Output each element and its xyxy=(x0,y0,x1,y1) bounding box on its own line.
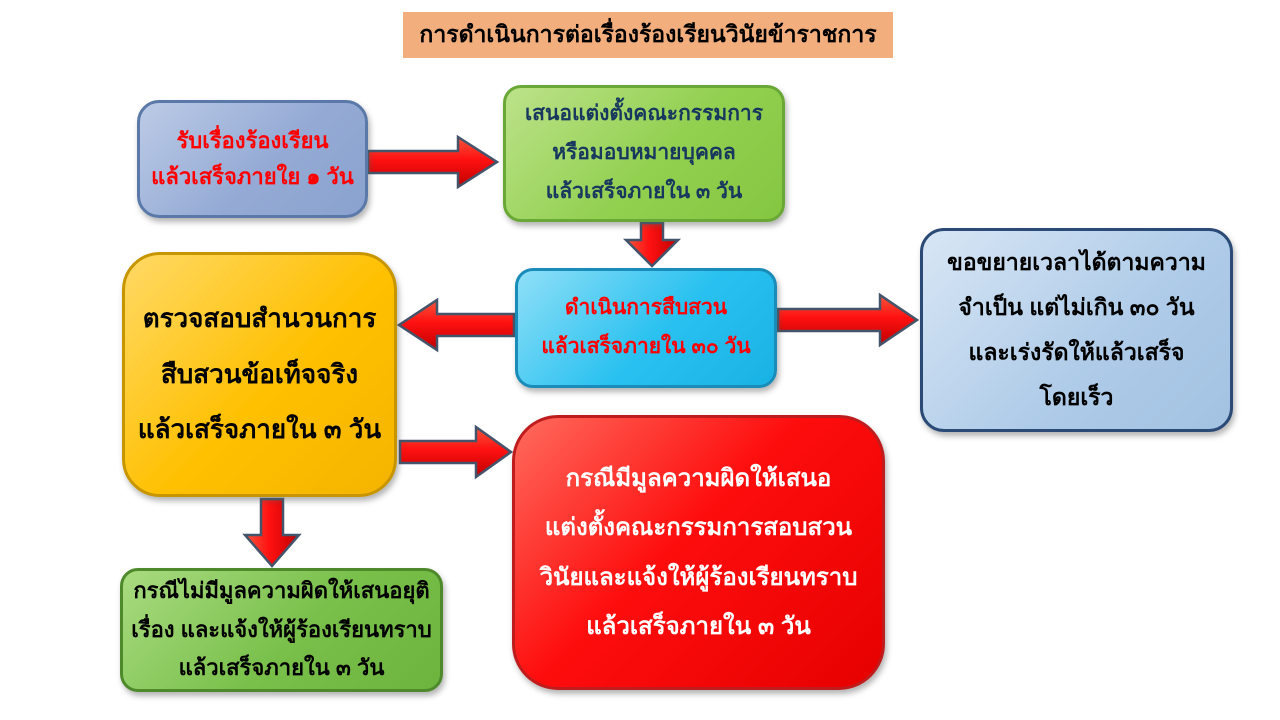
node-receive-complaint: รับเรื่องร้องเรียน แล้วเสร็จภายใย ๑ วัน xyxy=(137,100,368,218)
node-review-investigation: ตรวจสอบสำนวนการ สืบสวนข้อเท็จจริง แล้วเส… xyxy=(122,252,397,497)
node-text-line: เรื่อง และแจ้งให้ผู้ร้องเรียนทราบ xyxy=(131,616,432,642)
node-extend-time: ขอขยายเวลาได้ตามความ จำเป็น แต่ไม่เกิน ๓… xyxy=(920,228,1233,432)
node-text-line: วินัยและแจ้งให้ผู้ร้องเรียนทราบ xyxy=(539,563,858,591)
node-appoint-committee: เสนอแต่งตั้งคณะกรรมการ หรือมอบหมายบุคคล … xyxy=(503,85,785,222)
node-text-line: แล้วเสร็จภายใน ๓๐ วัน xyxy=(541,335,751,358)
node-no-fault-terminate: กรณีไม่มีมูลความผิดให้เสนอยุติ เรื่อง แล… xyxy=(120,568,443,692)
node-text-line: แล้วเสร็จภายใย ๑ วัน xyxy=(151,164,354,189)
arrow-review-to-nofault xyxy=(242,497,302,568)
page-title: การดำเนินการต่อเรื่องร้องเรียนวินัยข้ารา… xyxy=(403,12,893,58)
node-text-line: หรือมอบหมายบุคคล xyxy=(552,141,736,165)
node-text-line: ดำเนินการสืบสวน xyxy=(564,296,728,320)
arrow-investigate-to-review xyxy=(396,297,516,353)
node-investigate: ดำเนินการสืบสวน แล้วเสร็จภายใน ๓๐ วัน xyxy=(515,268,777,388)
node-text-line: รับเรื่องร้องเรียน xyxy=(176,127,329,153)
node-fault-disciplinary: กรณีมีมูลความผิดให้เสนอ แต่งตั้งคณะกรรมก… xyxy=(512,415,885,690)
arrow-review-to-fault xyxy=(398,424,514,480)
node-text-line: กรณีมีมูลความผิดให้เสนอ xyxy=(565,465,832,493)
node-text-line: ตรวจสอบสำนวนการ xyxy=(142,302,377,333)
node-text-line: แล้วเสร็จภายใน ๓ วัน xyxy=(178,655,385,681)
node-text-line: แต่งตั้งคณะกรรมการสอบสวน xyxy=(544,514,853,542)
arrow-appoint-to-investigate xyxy=(622,221,682,268)
arrow-investigate-to-extend xyxy=(776,292,920,348)
node-text-line: แล้วเสร็จภายใน ๓ วัน xyxy=(137,414,382,445)
node-text-line: โดยเร็ว xyxy=(1039,383,1114,410)
node-text-line: กรณีไม่มีมูลความผิดให้เสนอยุติ xyxy=(133,578,430,604)
node-text-line: สืบสวนข้อเท็จจริง xyxy=(160,358,359,389)
node-text-line: แล้วเสร็จภายใน ๓ วัน xyxy=(586,612,811,640)
node-text-line: ขอขยายเวลาได้ตามความ xyxy=(947,249,1206,276)
node-text-line: และเร่งรัดให้แล้วเสร็จ xyxy=(968,339,1185,365)
node-text-line: เสนอแต่งตั้งคณะกรรมการ xyxy=(525,102,763,126)
node-text-line: แล้วเสร็จภายใน ๓ วัน xyxy=(545,179,743,203)
node-text-line: จำเป็น แต่ไม่เกิน ๓๐ วัน xyxy=(958,294,1195,321)
arrow-receive-to-appoint xyxy=(366,134,500,190)
